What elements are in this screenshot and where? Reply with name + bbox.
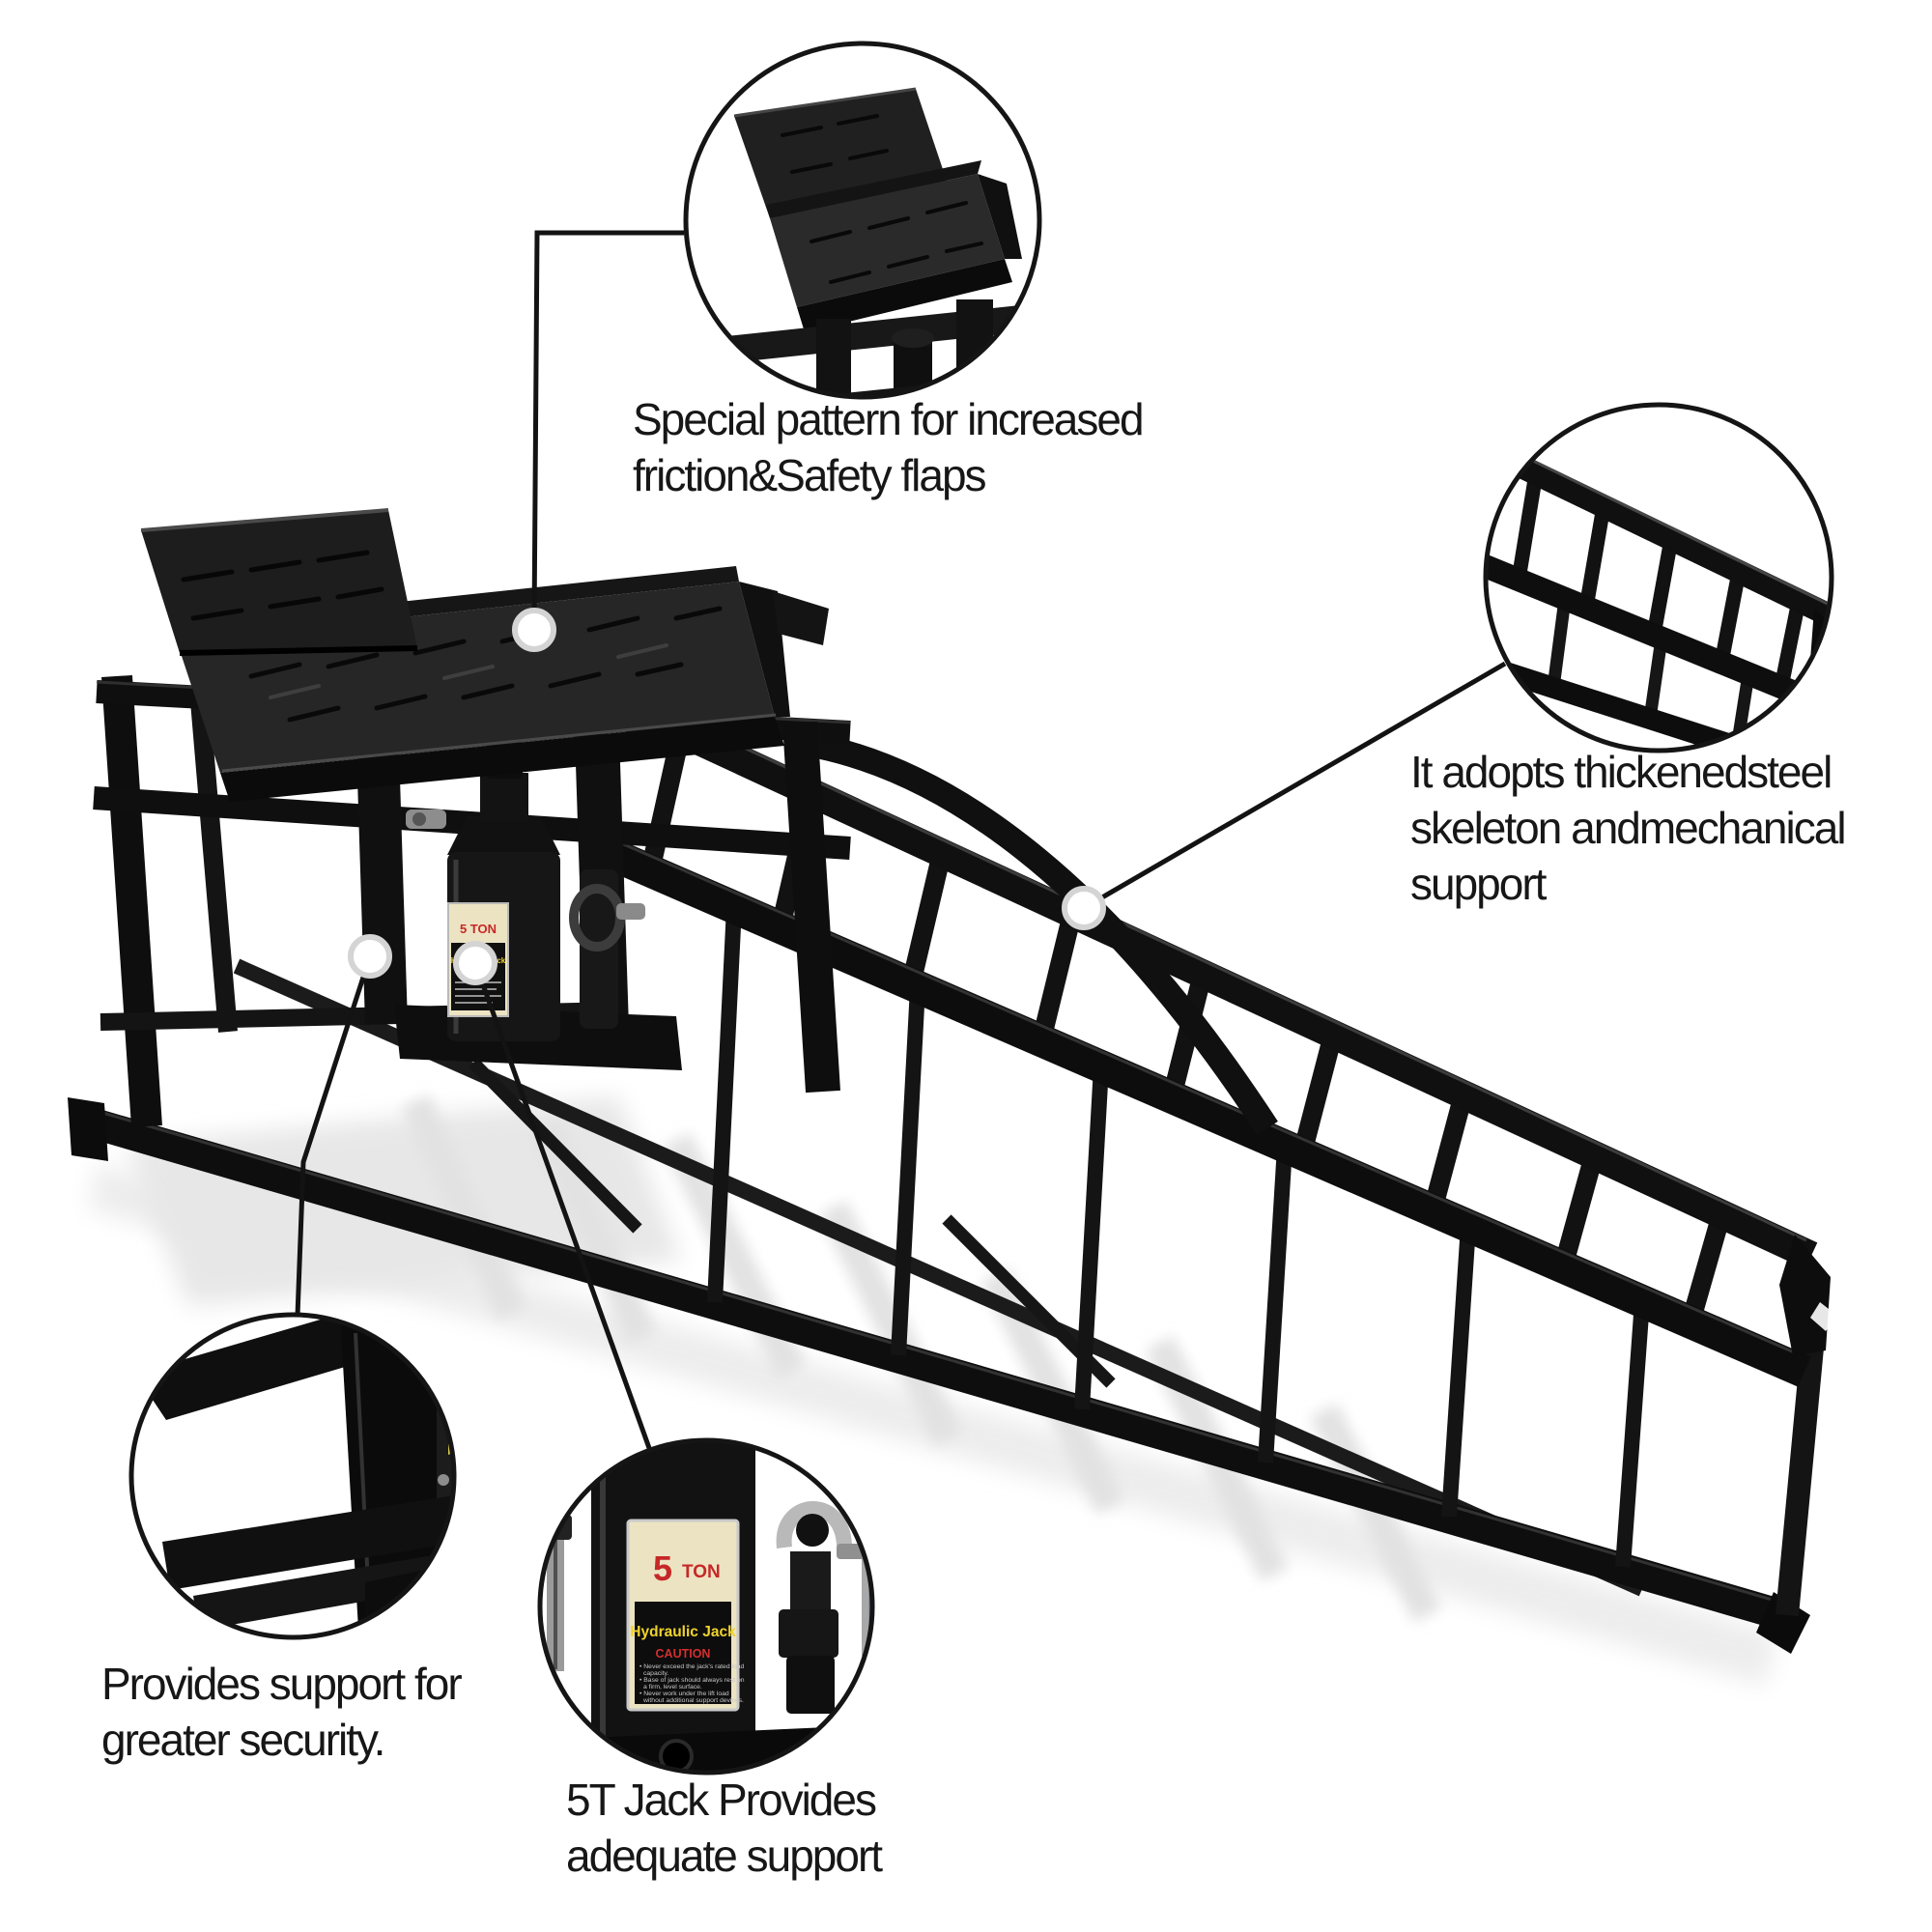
skeleton-circle-border xyxy=(1483,402,1834,753)
annotation-steel-line3: support xyxy=(1410,859,1547,909)
callout-dot-ramp xyxy=(1062,886,1106,930)
callout-dot-frame xyxy=(348,934,392,979)
annotation-jack-support: 5T Jack Provides adequate support xyxy=(566,1772,883,1884)
annotation-jack-line1: 5T Jack Provides xyxy=(566,1775,877,1825)
platform-near-lip xyxy=(220,717,784,802)
jack-circle-border xyxy=(537,1437,875,1776)
safety-flap xyxy=(140,508,418,656)
jack-warning-line: • Never exceed the jack's rated load xyxy=(639,1663,745,1670)
annotation-security-line2: greater security. xyxy=(101,1715,385,1765)
callout-dot-jack xyxy=(453,941,497,985)
annotation-friction-line1: Special pattern for increased xyxy=(633,394,1145,444)
callout-dots xyxy=(348,608,1106,985)
ramp-far-rail xyxy=(626,696,1818,1269)
base-bar xyxy=(68,1097,1810,1654)
ramp-near-rail xyxy=(607,839,1811,1387)
annotation-steel-skeleton: It adopts thickenedsteel skeleton andmec… xyxy=(1410,744,1847,912)
callout-dot-platform xyxy=(512,608,556,652)
jack-label-large-unit: TON xyxy=(682,1562,721,1582)
jack-label-large-number: 5 xyxy=(653,1548,672,1588)
callout-circle-platform xyxy=(683,41,1042,400)
car-ramp-product: 5 TON Hydraulic Jack CAUTION xyxy=(68,508,1837,1654)
leader-bottom-left xyxy=(295,955,373,1317)
jack-warning-line: • Base of jack should always rest on xyxy=(639,1677,745,1684)
rear-base-bar xyxy=(233,958,1646,1597)
curved-support-arm xyxy=(814,733,1278,1136)
jack-warning-line: without additional support devices. xyxy=(642,1697,744,1704)
callout-circle-support xyxy=(128,1312,457,1640)
callout-leader-lines xyxy=(295,230,1507,1449)
annotation-security-line1: Provides support for xyxy=(101,1659,463,1709)
jack-label-small-capacity: 5 TON xyxy=(460,922,497,936)
annotation-jack-line2: adequate support xyxy=(566,1831,883,1881)
jack-label-large: 5 TON Hydraulic Jack CAUTION • Never exc… xyxy=(626,1519,745,1712)
leader-bottom-middle xyxy=(472,962,652,1449)
leader-top xyxy=(531,230,684,624)
jack-label-large-caution: CAUTION xyxy=(656,1647,711,1661)
jack-warning-line: • Never work under the lift load xyxy=(639,1690,729,1697)
annotation-steel-line1: It adopts thickenedsteel xyxy=(1410,747,1833,797)
annotation-security: Provides support for greater security. xyxy=(101,1656,463,1768)
leader-right xyxy=(1082,661,1507,911)
platform-circle-border xyxy=(683,41,1042,400)
jack-warning-line: capacity. xyxy=(643,1670,668,1677)
ramp-struts xyxy=(707,906,1824,1617)
callout-circle-jack: 5 TON Hydraulic Jack CAUTION • Never exc… xyxy=(537,1437,875,1776)
jack-label-large-product: Hydraulic Jack xyxy=(630,1624,736,1640)
annotation-friction: Special pattern for increased friction&S… xyxy=(633,391,1145,503)
ramp-truss xyxy=(607,696,1837,1387)
flap-tread-pattern xyxy=(181,550,384,621)
annotation-steel-line2: skeleton andmechanical xyxy=(1410,803,1847,853)
support-circle-border xyxy=(128,1312,457,1640)
callout-circle-skeleton xyxy=(1483,402,1834,753)
ramp-nose xyxy=(1779,1235,1831,1356)
annotation-friction-line2: friction&Safety flaps xyxy=(633,450,987,500)
jack-warning-line: a firm, level surface. xyxy=(643,1684,702,1690)
